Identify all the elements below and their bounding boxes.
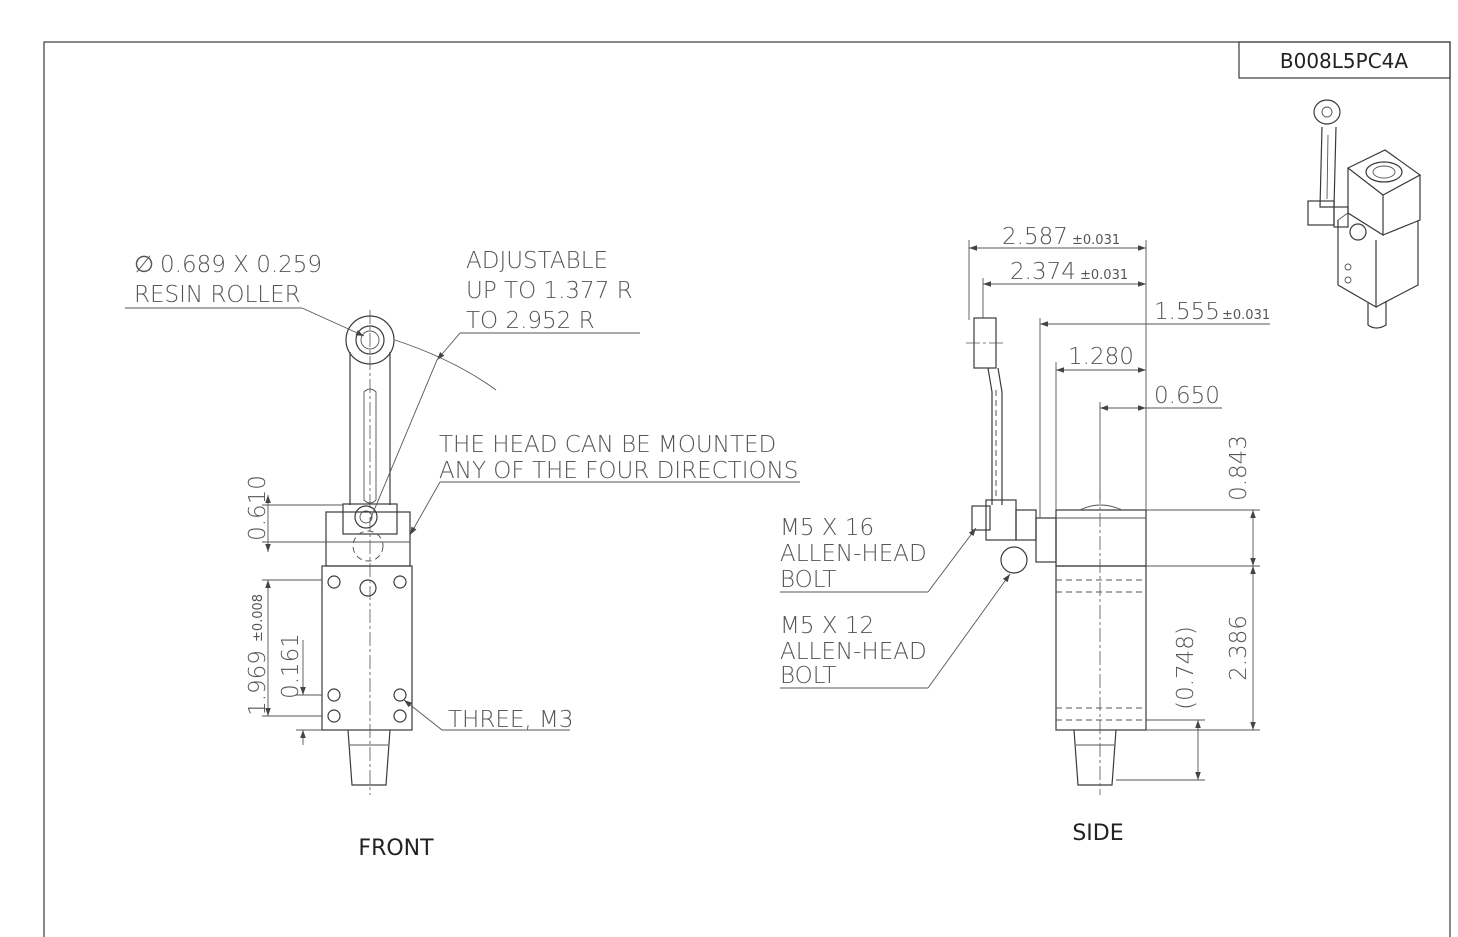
dim-head-width-tol: ±0.031 [1222,308,1270,323]
dim-body-length: 2.386 [1226,615,1252,681]
roller-diameter-symbol: ∅ [134,252,154,278]
bolt2-note-line2: ALLEN-HEAD [780,639,927,665]
holes-note: THREE, M3 [448,707,574,733]
part-number-box: B008L5PC4A [1238,41,1451,79]
dim-body-width: 1.280 [1068,344,1134,370]
part-number: B008L5PC4A [1280,49,1409,73]
front-view-title: FRONT [358,836,434,861]
adjust-note-line2: UP TO 1.377 R [466,278,633,304]
dim-arm-width: 2.374 [1010,259,1076,285]
dim-arm-width-tol: ±0.031 [1080,268,1128,283]
dim-head-height: 0.610 [245,475,271,541]
dim-body-height: 1.969 [245,650,271,716]
bolt1-note-line1: M5 X 16 [780,515,874,541]
dim-hole-offset: 0.161 [278,633,304,699]
head-note-line1: THE HEAD CAN BE MOUNTED [439,432,776,458]
roller-note-line1: 0.689 X 0.259 [160,252,322,278]
bolt1-note-line3: BOLT [780,567,836,593]
roller-note-line2: RESIN ROLLER [134,282,301,308]
adjust-note-line3: TO 2.952 R [466,308,595,334]
dim-head-top: 0.843 [1226,435,1252,501]
head-note-line2: ANY OF THE FOUR DIRECTIONS [439,458,798,484]
limit-switch-isometric-icon [1307,99,1422,329]
dim-center-offset: 0.650 [1154,383,1220,409]
side-view-title: SIDE [1072,821,1123,846]
dim-ref-length: (0.748) [1173,626,1199,710]
front-view: 0.610 1.969 ±0.008 0.161 ∅ 0.689 X 0.259… [125,248,800,861]
side-view: 2.587 ±0.031 2.374 ±0.031 1.555 ±0.031 1… [780,224,1270,846]
dim-head-width: 1.555 [1154,299,1220,325]
bolt2-note-line3: BOLT [780,663,836,689]
bolt1-note-line2: ALLEN-HEAD [780,541,927,567]
drawing-border [43,41,1451,937]
dim-body-height-tol: ±0.008 [251,594,266,642]
dim-overall-width: 2.587 [1002,224,1068,250]
bolt2-note-line1: M5 X 12 [780,613,874,639]
adjust-note-line1: ADJUSTABLE [466,248,608,274]
dim-overall-width-tol: ±0.031 [1072,233,1120,248]
